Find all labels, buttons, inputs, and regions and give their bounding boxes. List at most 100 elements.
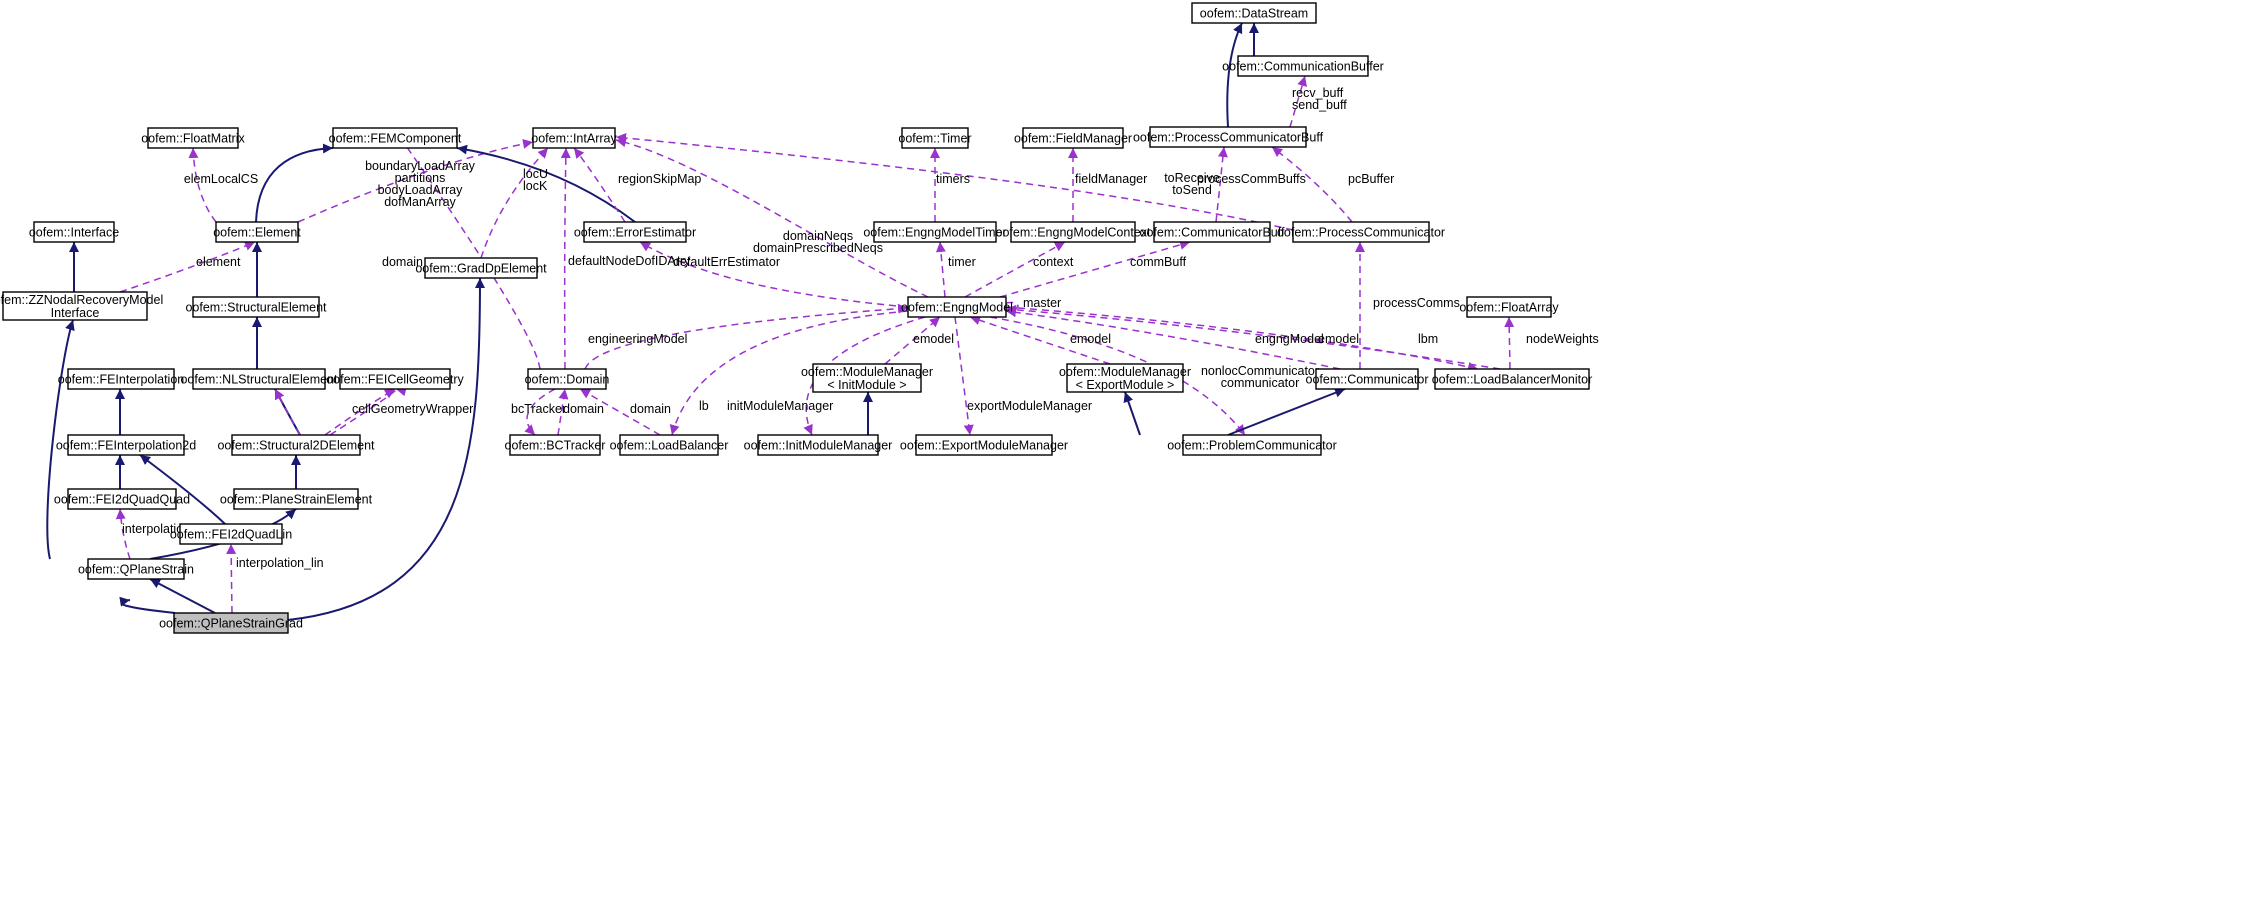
class-name: oofem::IntArray: [531, 132, 617, 146]
class-node-probcomm[interactable]: oofem::ProblemCommunicator: [1167, 434, 1337, 456]
class-box: [1149, 126, 1307, 148]
usage-edge: [480, 147, 549, 259]
class-name: oofem::Interface: [29, 226, 119, 240]
class-node-exportmm[interactable]: oofem::ExportModuleManager: [900, 434, 1068, 456]
edge-label-domain_lbl: domain: [382, 255, 423, 269]
class-node-fieldmgr[interactable]: oofem::FieldManager: [1014, 127, 1132, 149]
class-node-qplanegrad[interactable]: oofem::QPlaneStrainGrad: [159, 612, 303, 634]
class-name: oofem::NLStructuralElement: [180, 373, 338, 387]
usage-edge: [969, 315, 1111, 365]
class-name: oofem::EngngModelTimer: [863, 226, 1006, 240]
edge-label-context_lbl: context: [1033, 255, 1074, 269]
class-node-feicell[interactable]: oofem::FEICellGeometry: [326, 368, 465, 390]
class-box: [907, 296, 1007, 318]
class-node-communicator[interactable]: oofem::Communicator: [1306, 368, 1429, 390]
edge-label-regionskip: regionSkipMap: [618, 172, 701, 186]
usage-edge: [573, 147, 626, 223]
class-name: oofem::CommunicatorBuff: [1140, 226, 1285, 240]
class-node-struct2d[interactable]: oofem::Structural2DElement: [217, 434, 375, 456]
class-box: [873, 221, 997, 243]
edge-label-bctracker_lbl: bcTracker: [511, 402, 566, 416]
class-node-element[interactable]: oofem::Element: [213, 221, 301, 243]
usage-edge: [935, 241, 946, 298]
class-node-mmexport[interactable]: oofem::ModuleManager< ExportModule >: [1059, 363, 1191, 393]
edge-label-processcomms: processComms: [1373, 296, 1460, 310]
class-node-initmm[interactable]: oofem::InitModuleManager: [744, 434, 893, 456]
class-box: [1022, 127, 1124, 149]
edge-label-initmodmgr: initModuleManager: [727, 399, 833, 413]
class-node-floatmatrix[interactable]: oofem::FloatMatrix: [141, 127, 245, 149]
class-node-emtimer[interactable]: oofem::EngngModelTimer: [863, 221, 1007, 243]
edge-label-pcbuffer: pcBuffer: [1348, 172, 1394, 186]
edge-label-elemlocalcs: elemLocalCS: [184, 172, 258, 186]
class-node-gradelem[interactable]: oofem::GradDpElement: [415, 257, 547, 279]
class-node-commbuffer[interactable]: oofem::CommunicationBuffer: [1222, 55, 1384, 77]
usage-edge: [119, 241, 256, 293]
class-box: [233, 488, 359, 510]
class-node-floatarray[interactable]: oofem::FloatArray: [1459, 296, 1559, 318]
edge-label-exportmodmgr: exportModuleManager: [967, 399, 1092, 413]
class-node-femcomp[interactable]: oofem::FEMComponent: [329, 127, 462, 149]
class-name: oofem::FloatArray: [1459, 301, 1559, 315]
class-node-datastream[interactable]: oofem::DataStream: [1191, 2, 1317, 24]
class-box: [1066, 363, 1184, 393]
class-node-commbuff[interactable]: oofem::CommunicatorBuff: [1140, 221, 1285, 243]
class-name: oofem::Element: [213, 226, 301, 240]
class-node-bctracker[interactable]: oofem::BCTracker: [505, 434, 606, 456]
class-node-errest[interactable]: oofem::ErrorEstimator: [574, 221, 696, 243]
usage-edge: [615, 137, 929, 298]
class-node-lbmonitor[interactable]: oofem::LoadBalancerMonitor: [1432, 368, 1593, 390]
class-name: oofem::EngngModelContext: [996, 226, 1151, 240]
class-node-interface[interactable]: oofem::Interface: [29, 221, 119, 243]
class-name: oofem::LoadBalancer: [610, 439, 729, 453]
class-node-intarray[interactable]: oofem::IntArray: [531, 127, 617, 149]
class-node-pcommbuff[interactable]: oofem::ProcessCommunicatorBuff: [1133, 126, 1324, 148]
class-node-feinterp2d[interactable]: oofem::FEInterpolation2d: [56, 434, 196, 456]
edge-label-engngmodel_lbl: engngModel: [1255, 332, 1324, 346]
usage-edge: [1289, 75, 1307, 128]
class-node-planestrain[interactable]: oofem::PlaneStrainElement: [220, 488, 373, 510]
class-name: oofem::ErrorEstimator: [574, 226, 696, 240]
class-node-pcomm[interactable]: oofem::ProcessCommunicator: [1277, 221, 1445, 243]
class-box: [67, 368, 175, 390]
class-node-timer[interactable]: oofem::Timer: [898, 127, 972, 149]
class-name: oofem::ModuleManager< InitModule >: [801, 365, 933, 392]
edge-label-fieldmanager: fieldManager: [1075, 172, 1147, 186]
edge-label-domain2_lbl: domain: [563, 402, 604, 416]
class-box: [901, 127, 969, 149]
usage-edge: [274, 388, 301, 436]
usage-edge: [584, 303, 909, 370]
class-node-engng[interactable]: oofem::EngngModel: [901, 296, 1013, 318]
class-node-fei2dqq[interactable]: oofem::FEI2dQuadQuad: [54, 488, 190, 510]
class-name: oofem::FEICellGeometry: [326, 373, 464, 387]
class-box: [67, 488, 177, 510]
class-node-feinterp[interactable]: oofem::FEInterpolation: [58, 368, 185, 390]
class-node-fei2dql[interactable]: oofem::FEI2dQuadLin: [170, 523, 292, 545]
class-name: oofem::EngngModel: [901, 301, 1013, 315]
class-node-mminit[interactable]: oofem::ModuleManager< InitModule >: [801, 363, 933, 393]
class-name: oofem::ProblemCommunicator: [1167, 439, 1337, 453]
usage-edge: [1215, 146, 1228, 223]
class-box: [215, 221, 299, 243]
edge-label-interplin_lbl: interpolation_lin: [236, 556, 324, 570]
class-node-loadbal[interactable]: oofem::LoadBalancer: [610, 434, 729, 456]
class-node-qplane[interactable]: oofem::QPlaneStrain: [78, 558, 194, 580]
class-node-nlstruct[interactable]: oofem::NLStructuralElement: [180, 368, 338, 390]
edge-label-domain3_lbl: domain: [630, 402, 671, 416]
inheritance-edge: [1226, 22, 1243, 128]
edge-label-emodel3: emodel: [1318, 332, 1359, 346]
class-name: oofem::FEInterpolation2d: [56, 439, 196, 453]
class-node-emcontext[interactable]: oofem::EngngModelContext: [996, 221, 1151, 243]
class-node-structelem[interactable]: oofem::StructuralElement: [185, 296, 327, 318]
inheritance-edge: [255, 143, 334, 223]
edge-label-element_lbl: element: [196, 255, 241, 269]
class-node-domain[interactable]: oofem::Domain: [525, 368, 610, 390]
class-box: [1237, 55, 1369, 77]
